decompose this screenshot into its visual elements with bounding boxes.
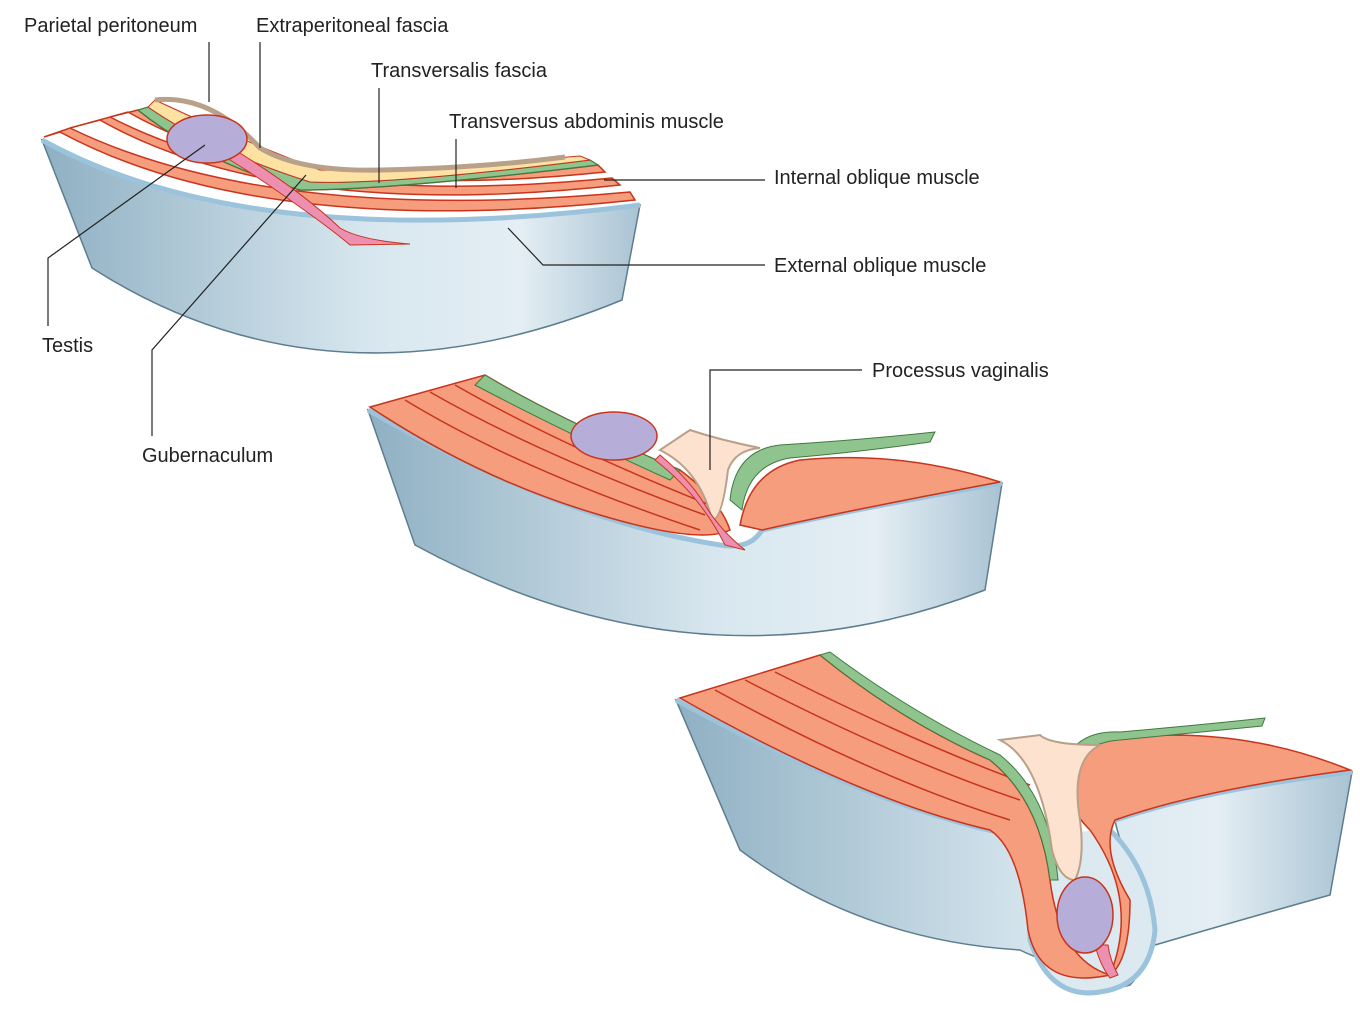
gubernaculum-1 [229,149,411,246]
fascia-right-2 [729,431,936,511]
gubernaculum-2 [654,454,746,551]
processus-vaginalis-3 [996,733,1101,882]
parietal-peritoneum-1 [154,96,566,173]
gubernaculum-3 [1094,944,1119,979]
label-external-oblique-muscle: External oblique muscle [774,255,987,277]
leader-lines [47,42,862,470]
muscle-layers-right-2 [739,456,1001,531]
label-processus-vaginalis: Processus vaginalis [872,360,1049,382]
label-transversus-abdominis-muscle: Transversus abdominis muscle [449,111,724,133]
stage-1-early [40,96,641,354]
leader-testis [47,144,206,326]
fascia-left-3 [818,651,1059,881]
fascia-right-3 [1064,717,1266,771]
extraperitoneal-fascia-1 [147,99,591,183]
testis-1 [166,114,248,164]
muscle-lines-left-3 [714,671,1031,821]
leader-processus-vaginalis [709,369,862,470]
muscle-lines-left-2 [404,384,711,531]
label-extraperitoneal-fascia: Extraperitoneal fascia [256,15,449,37]
external-oblique-layer-1 [43,127,637,212]
muscle-layers-right-3 [1059,734,1353,978]
leader-external-oblique [507,227,765,266]
stage-2-processus [366,374,1003,637]
leader-gubernaculum [151,174,307,436]
processus-vaginalis-2 [658,428,761,522]
testis-2 [570,411,658,461]
skin-edge-1 [40,137,641,223]
label-parietal-peritoneum: Parietal peritoneum [24,15,198,37]
label-internal-oblique-muscle: Internal oblique muscle [774,167,980,189]
label-gubernaculum: Gubernaculum [142,445,274,467]
stage-3-descended [674,651,1353,996]
label-testis: Testis [42,335,94,357]
testis-3 [1056,876,1114,954]
label-transversalis-fascia: Transversalis fascia [371,60,547,82]
